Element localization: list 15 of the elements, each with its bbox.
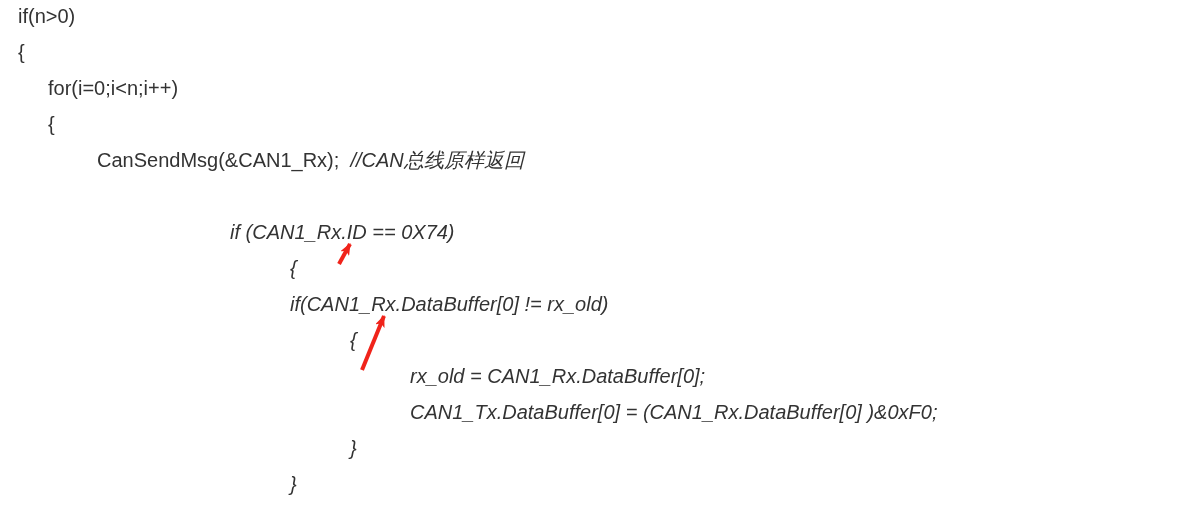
code-line: if(CAN1_Rx.DataBuffer[0] != rx_old) — [290, 292, 609, 316]
code-line: { — [48, 112, 55, 136]
code-line: } — [290, 472, 297, 496]
code-line: for(i=0;i<n;i++) — [48, 76, 179, 100]
code-line: CAN1_Tx.DataBuffer[0] = (CAN1_Rx.DataBuffer[0] )&0xF0; — [410, 400, 938, 424]
code-line: if(n>0) — [18, 4, 76, 28]
code-line: } — [350, 436, 357, 460]
code-line: { — [290, 256, 297, 280]
code-line: rx_old = CAN1_Rx.DataBuffer[0]; — [410, 364, 706, 388]
code-line: CanSendMsg(&CAN1_Rx); //CAN总线原样返回 — [97, 148, 524, 172]
code-line: { — [18, 40, 25, 64]
code-line: { — [350, 328, 357, 352]
arrow — [360, 315, 386, 371]
code-line: if (CAN1_Rx.ID == 0X74) — [230, 220, 455, 244]
arrow — [337, 243, 352, 265]
